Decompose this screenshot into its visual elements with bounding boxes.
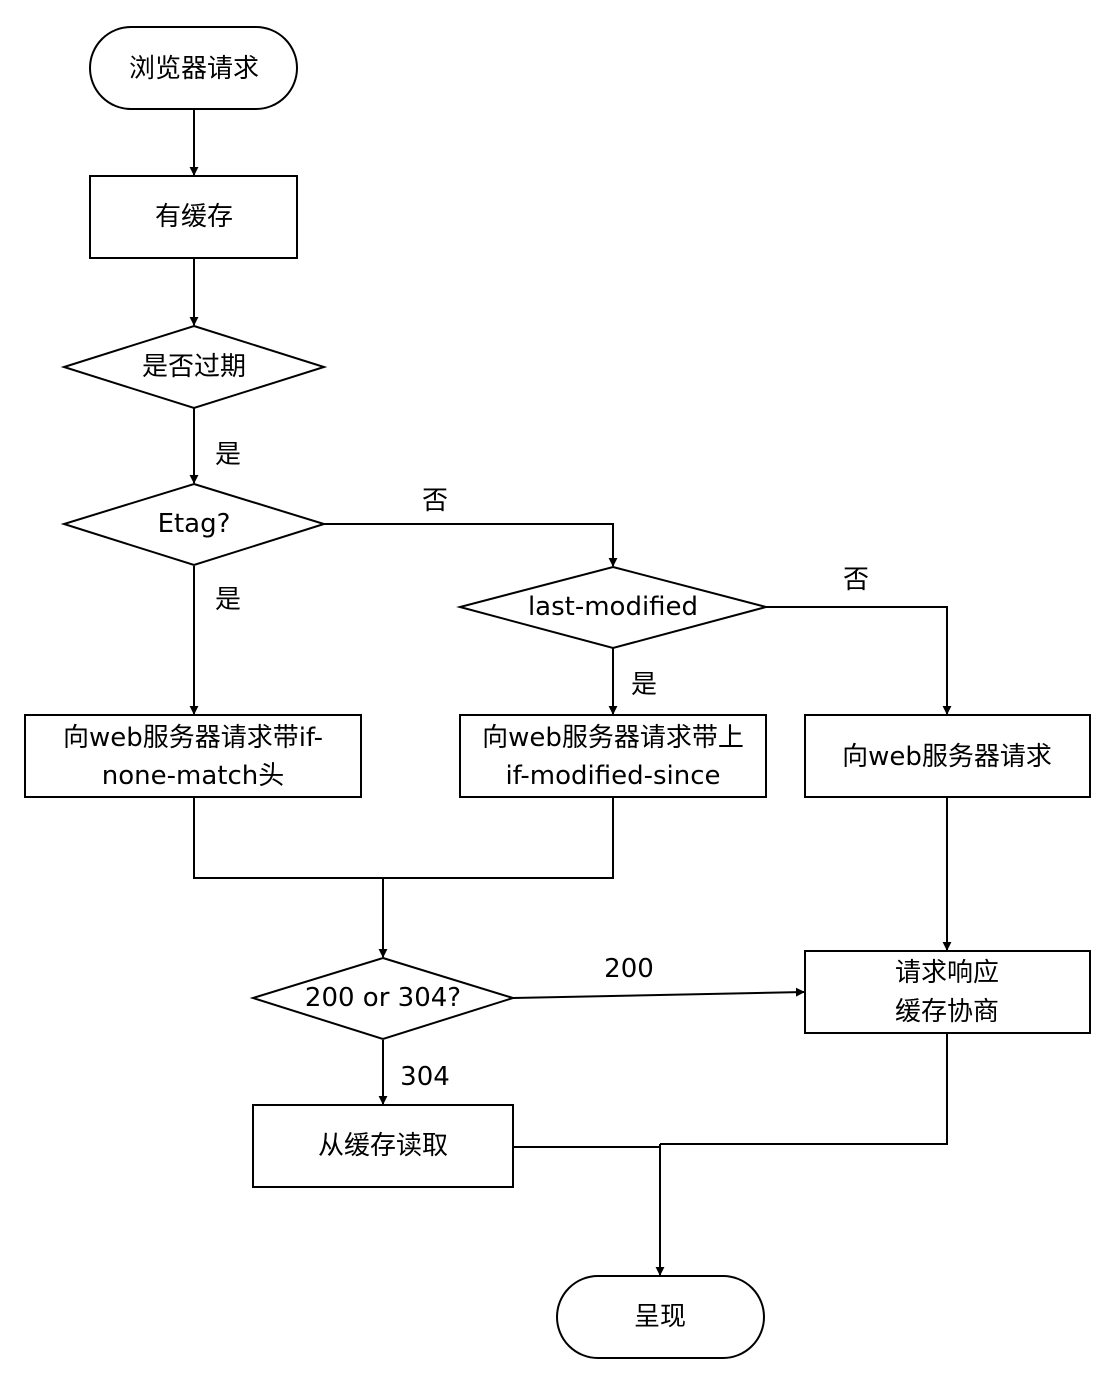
- node-expired: 是否过期: [60, 324, 328, 410]
- node-status-check: 200 or 304?: [249, 956, 517, 1041]
- node-has-cache: 有缓存: [89, 175, 298, 259]
- node-has-cache-shape: [89, 175, 298, 259]
- node-server-request: 向web服务器请求: [804, 714, 1091, 798]
- node-response-negotiation-line-1: 请求响应: [895, 958, 999, 988]
- node-request-if-modified-since: 向web服务器请求带上 if-modified-since: [459, 714, 767, 798]
- edge-last-modified-to-server-request: [766, 606, 952, 715]
- node-render-shape: [556, 1275, 765, 1359]
- node-expired-label: 是否过期: [142, 352, 246, 382]
- node-server-request-label: 向web服务器请求: [842, 742, 1052, 772]
- node-request-if-none-match-line-1: 向web服务器请求带if-: [63, 723, 323, 753]
- node-read-cache-shape: [252, 1104, 514, 1188]
- edge-label-lastmod-no: 否: [843, 565, 869, 595]
- node-etag: Etag?: [60, 482, 328, 567]
- node-last-modified: last-modified: [456, 565, 770, 650]
- node-start-label: 浏览器请求: [129, 54, 259, 84]
- edge-label-etag-yes: 是: [215, 585, 241, 615]
- node-request-if-none-match: 向web服务器请求带if- none-match头: [24, 714, 362, 798]
- edge-label-status-304: 304: [400, 1062, 450, 1092]
- edge-status-200-to-negotiation: [512, 987, 805, 999]
- node-read-cache: 从缓存读取: [252, 1104, 514, 1188]
- edge-etag-to-last-modified: [324, 523, 618, 567]
- node-request-if-modified-since-line-2: if-modified-since: [505, 761, 720, 791]
- edge-labels: 是 否 是 否 是 200 304: [215, 440, 869, 1092]
- edge-label-expired-yes: 是: [215, 440, 241, 470]
- node-response-negotiation-shape: [804, 950, 1091, 1034]
- edge-label-etag-no: 否: [422, 486, 448, 516]
- node-last-modified-label: last-modified: [528, 592, 698, 622]
- node-start: 浏览器请求: [89, 26, 298, 110]
- node-etag-label: Etag?: [158, 509, 231, 539]
- node-read-cache-label: 从缓存读取: [318, 1131, 448, 1161]
- node-render-label: 呈现: [634, 1302, 686, 1332]
- node-expired-shape: [60, 324, 328, 410]
- node-status-check-label: 200 or 304?: [305, 983, 461, 1013]
- node-render: 呈现: [556, 1275, 765, 1359]
- node-request-if-modified-since-line-1: 向web服务器请求带上: [482, 723, 744, 753]
- node-server-request-shape: [804, 714, 1091, 798]
- node-request-if-modified-since-shape: [459, 714, 767, 798]
- node-last-modified-shape: [456, 565, 770, 650]
- node-response-negotiation: 请求响应 缓存协商: [804, 950, 1091, 1034]
- node-response-negotiation-line-2: 缓存协商: [895, 997, 999, 1027]
- edge-label-lastmod-yes: 是: [631, 670, 657, 700]
- edge-label-status-200: 200: [604, 954, 654, 984]
- node-request-if-none-match-shape: [24, 714, 362, 798]
- connectors: [189, 110, 952, 1276]
- edge-if-none-match-merge: [193, 798, 614, 879]
- node-request-if-none-match-line-2: none-match头: [102, 761, 284, 791]
- node-etag-shape: [60, 482, 328, 567]
- node-status-check-shape: [249, 956, 517, 1041]
- edge-negotiation-merge: [660, 1034, 948, 1145]
- node-has-cache-label: 有缓存: [155, 202, 233, 232]
- node-start-shape: [89, 26, 298, 110]
